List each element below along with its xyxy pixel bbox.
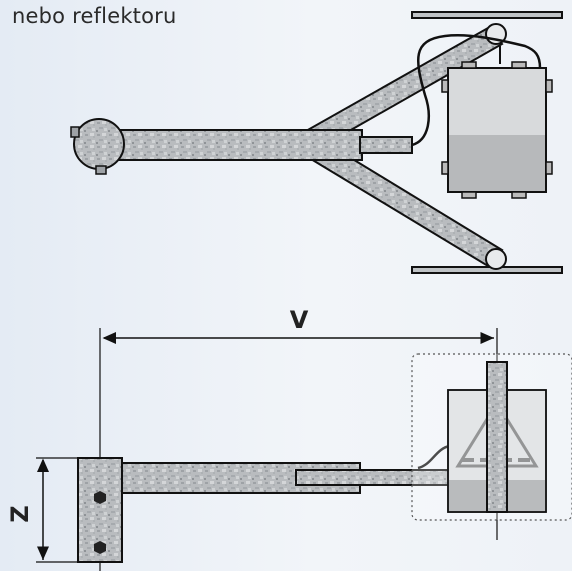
caption-text: nebo reflektoru	[12, 4, 177, 28]
lower-strut-joint	[485, 248, 507, 270]
light-box	[441, 61, 553, 199]
bottom-mounting-plate	[411, 266, 563, 274]
power-cable	[411, 34, 542, 147]
main-arm	[111, 129, 363, 161]
top-view	[70, 11, 563, 274]
sliding-tube	[359, 136, 413, 154]
side-view: V Z	[6, 306, 572, 571]
bolt-top	[94, 491, 106, 504]
dimension-label-v: V	[290, 306, 309, 334]
dimension-label-z: Z	[6, 505, 34, 522]
pole-clamp	[73, 118, 125, 170]
vertical-pole	[486, 361, 508, 513]
bolt-bottom	[94, 541, 106, 554]
top-mounting-plate	[411, 11, 563, 19]
clamp-tab-left	[70, 126, 80, 138]
clamp-tab-bottom	[95, 165, 107, 175]
